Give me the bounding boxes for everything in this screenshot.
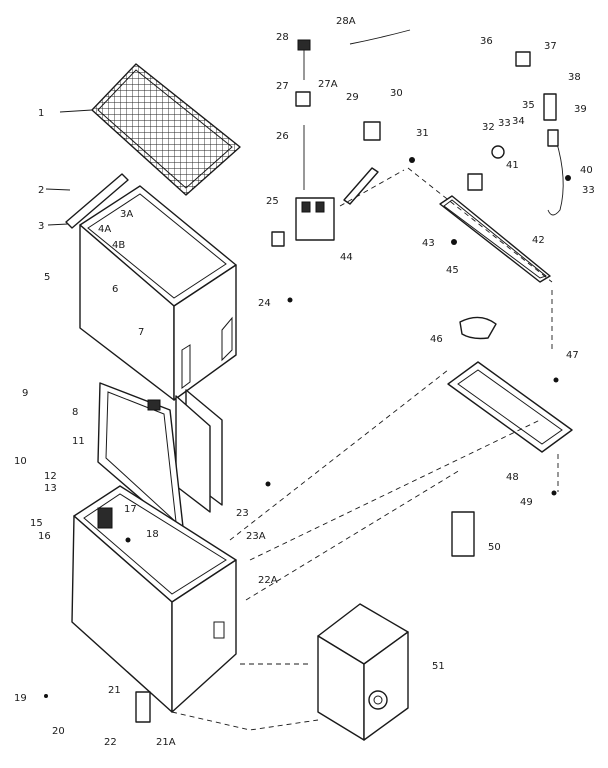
callout-8: 8 (72, 407, 78, 418)
callout-labels: 1 2 3 3A 4A 4B 5 6 7 8 9 10 11 12 13 15 … (14, 16, 595, 748)
callout-25: 25 (266, 196, 279, 207)
callout-33b: 33 (582, 185, 595, 196)
callout-44: 44 (340, 252, 353, 263)
callout-32: 32 (482, 122, 495, 133)
door-panels (97, 382, 223, 537)
callout-4a: 4A (98, 224, 111, 235)
callout-10: 10 (14, 456, 27, 467)
callout-13: 13 (44, 483, 57, 494)
callout-30: 30 (390, 88, 403, 99)
callout-5: 5 (44, 272, 50, 283)
callout-50: 50 (488, 542, 501, 553)
callout-42: 42 (532, 235, 545, 246)
callout-20: 20 (52, 726, 65, 737)
callout-45: 45 (446, 265, 459, 276)
callout-21: 21 (108, 685, 121, 696)
callout-19: 19 (14, 693, 27, 704)
callout-23: 23 (236, 508, 249, 519)
lower-cabinet (71, 485, 237, 723)
callout-46: 46 (430, 334, 443, 345)
callout-29: 29 (346, 92, 359, 103)
callout-31: 31 (416, 128, 429, 139)
callout-18: 18 (146, 529, 159, 540)
callout-36: 36 (480, 36, 493, 47)
callout-39: 39 (574, 104, 587, 115)
callout-7: 7 (138, 327, 144, 338)
callout-40: 40 (580, 165, 593, 176)
callout-22: 22 (104, 737, 117, 748)
callout-26: 26 (276, 131, 289, 142)
callout-1: 1 (38, 108, 44, 119)
callout-3: 3 (38, 221, 44, 232)
callout-3a: 3A (120, 209, 133, 220)
grille (59, 63, 241, 196)
callout-34: 34 (512, 116, 525, 127)
callout-15: 15 (30, 518, 43, 529)
callout-23a: 23A (246, 531, 266, 542)
callout-2: 2 (38, 185, 44, 196)
callout-17: 17 (124, 504, 137, 515)
callout-38: 38 (568, 72, 581, 83)
callout-49: 49 (520, 497, 533, 508)
callout-22a: 22A (258, 575, 278, 586)
callout-21a: 21A (156, 737, 176, 748)
callout-11: 11 (72, 436, 85, 447)
callout-47: 47 (566, 350, 579, 361)
fastener-dots (44, 157, 571, 698)
callout-33: 33 (498, 118, 511, 129)
bracket-rod (45, 173, 129, 229)
connection-lines (171, 167, 559, 731)
rail-assembly (439, 51, 564, 283)
callout-51: 51 (432, 661, 445, 672)
compressor-unit (317, 603, 409, 741)
lower-rail (447, 316, 573, 557)
callout-48: 48 (506, 472, 519, 483)
callout-12: 12 (44, 471, 57, 482)
callout-16: 16 (38, 531, 51, 542)
callout-6: 6 (112, 284, 118, 295)
callout-28: 28 (276, 32, 289, 43)
callout-37: 37 (544, 41, 557, 52)
upper-cabinet (79, 185, 237, 401)
callout-41: 41 (506, 160, 519, 171)
callout-27a: 27A (318, 79, 338, 90)
callout-24: 24 (258, 298, 271, 309)
callout-35: 35 (522, 100, 535, 111)
callout-28a: 28A (336, 16, 356, 27)
callout-27: 27 (276, 81, 289, 92)
control-assembly (271, 29, 411, 247)
callout-43: 43 (422, 238, 435, 249)
callout-4b: 4B (112, 240, 125, 251)
callout-9: 9 (22, 388, 28, 399)
